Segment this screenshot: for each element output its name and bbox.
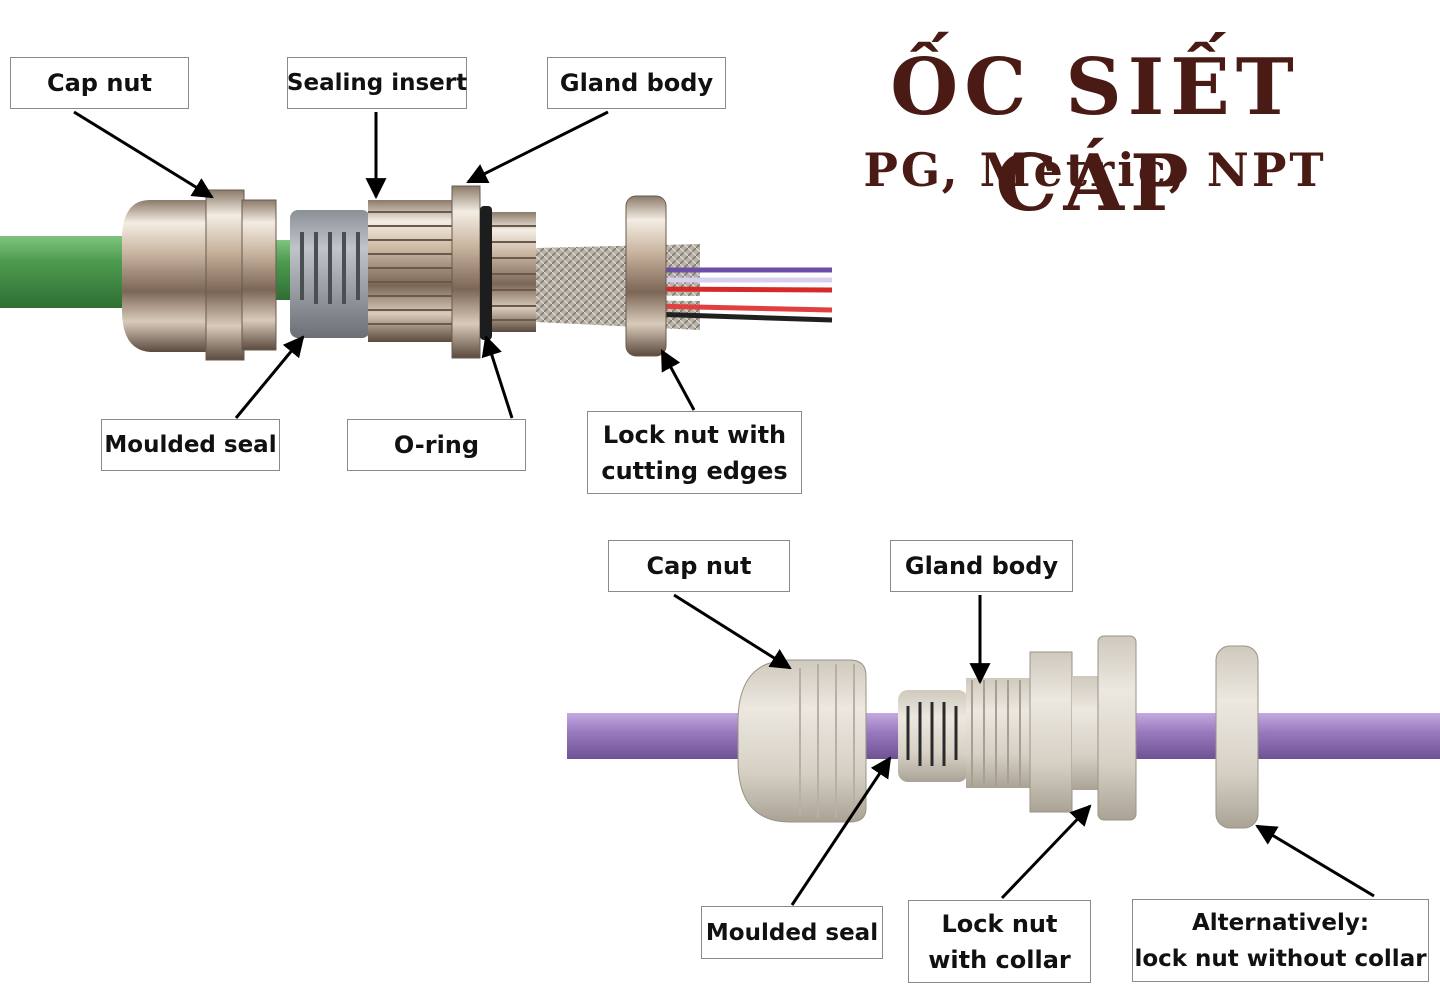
pointer-arrows xyxy=(73,110,1375,906)
page-title: ỐC SIẾT CÁP xyxy=(890,42,1300,229)
label-alt-line1: Alternatively: xyxy=(1191,909,1370,936)
label-moulded-seal-2: Moulded seal xyxy=(701,906,883,959)
label-lock-nut-cutting-edges: Lock nut with cutting edges xyxy=(587,411,802,494)
arrow-moulded-seal xyxy=(234,335,305,419)
gland-body-thread-lines xyxy=(368,211,454,325)
page-subtitle: PG, Metric, NPT xyxy=(863,143,1327,197)
gland-body-outlet xyxy=(492,212,536,332)
plastic-lock-nut-collar xyxy=(1097,635,1137,821)
label-lock-nut-line1: Lock nut with xyxy=(602,420,787,449)
label-o-ring: O-ring xyxy=(347,419,526,471)
plastic-cap-nut-ribs xyxy=(799,664,855,818)
plastic-lock-nut-alt xyxy=(1215,645,1259,829)
plastic-outlet-thread xyxy=(1072,676,1100,790)
plastic-gland-assembly xyxy=(567,635,1440,829)
label-lock-nut-collar-line1: Lock nut xyxy=(941,909,1058,938)
plastic-gland-hex xyxy=(1029,651,1073,813)
arrow-cap-nut xyxy=(73,110,214,199)
arrow-cap-nut-2 xyxy=(673,593,792,670)
plastic-thread-lines xyxy=(971,680,1021,786)
arrow-moulded-seal-2 xyxy=(790,756,892,906)
lock-nut-cutting-edges xyxy=(625,195,667,357)
cap-nut-ring xyxy=(241,199,277,351)
label-cap-nut-2: Cap nut xyxy=(608,540,790,592)
gland-body-hex xyxy=(451,185,481,359)
cable-wires xyxy=(649,267,833,323)
label-cap-nut: Cap nut xyxy=(10,57,189,109)
metal-gland-assembly xyxy=(0,185,833,361)
arrow-gland-body xyxy=(466,110,609,184)
plastic-cap-nut xyxy=(737,659,867,823)
cap-nut-hex xyxy=(205,189,245,361)
sealing-insert-slots xyxy=(300,232,360,304)
label-gland-body: Gland body xyxy=(547,57,726,109)
label-lock-nut-alternative: Alternatively: lock nut without collar xyxy=(1132,899,1429,982)
label-gland-body-2: Gland body xyxy=(890,540,1073,592)
arrow-lock-nut xyxy=(660,349,696,411)
plastic-seal-slots xyxy=(906,702,958,766)
plastic-gland-thread xyxy=(966,678,1032,788)
arrow-o-ring xyxy=(481,335,514,419)
arrow-lock-nut-collar xyxy=(1000,804,1092,900)
label-moulded-seal: Moulded seal xyxy=(101,419,280,471)
label-sealing-insert: Sealing insert xyxy=(287,57,467,109)
label-alt-line2: lock nut without collar xyxy=(1134,945,1427,972)
o-ring xyxy=(480,206,492,340)
label-lock-nut-collar: Lock nut with collar xyxy=(908,900,1091,983)
gland-body-outlet-threads xyxy=(492,225,536,321)
label-lock-nut-line2: cutting edges xyxy=(601,456,788,485)
gland-body-thread xyxy=(368,200,454,342)
cap-nut-dome xyxy=(122,200,208,352)
arrow-lock-nut-alt xyxy=(1255,824,1375,898)
label-lock-nut-collar-line2: with collar xyxy=(928,945,1071,974)
